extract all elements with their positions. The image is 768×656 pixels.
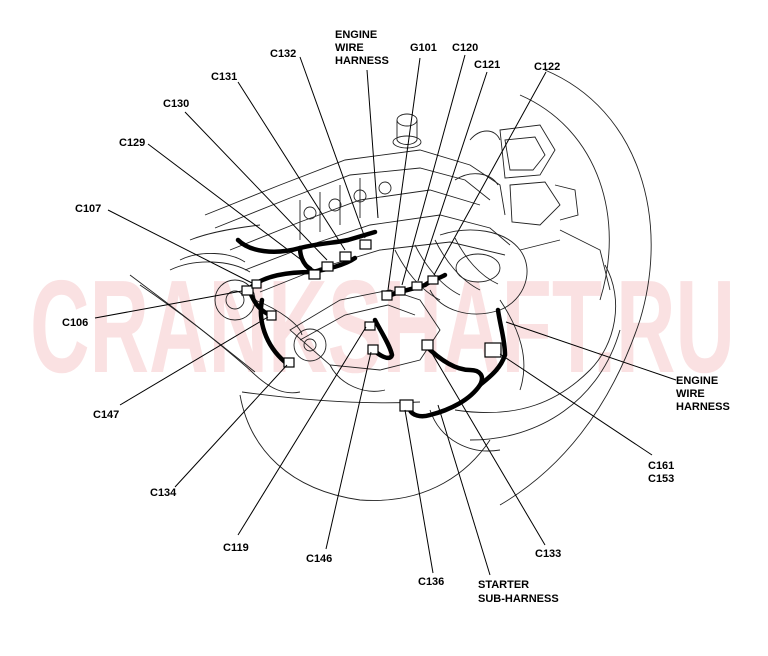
label-starter-sub-harness-1: STARTER: [478, 579, 529, 591]
label-c122: C122: [534, 61, 560, 73]
connector-c146: [367, 344, 379, 355]
leader-lines: [94, 54, 677, 576]
connector-c130: [321, 261, 334, 272]
connector-c122: [427, 275, 439, 285]
connector-c134: [283, 357, 295, 368]
connector-c119: [364, 321, 376, 331]
label-c153: C153: [648, 473, 674, 485]
connectors: [241, 239, 502, 412]
connector-c132: [359, 239, 372, 250]
label-c107: C107: [75, 203, 101, 215]
connector-c147: [266, 310, 277, 321]
engine-bay-outline: [129, 69, 652, 506]
label-c130: C130: [163, 98, 189, 110]
label-c121: C121: [474, 59, 500, 71]
watermark-logo: CRANKSHAFT.RU: [30, 253, 735, 400]
label-c136: C136: [418, 576, 444, 588]
connector-c107: [251, 279, 262, 289]
label-c106: C106: [62, 317, 88, 329]
label-c129: C129: [119, 137, 145, 149]
connector-c133: [421, 339, 434, 351]
connector-c120: [394, 286, 406, 296]
label-c134: C134: [150, 487, 177, 499]
label-c120: C120: [452, 42, 478, 54]
label-engine-wire-harness-right-3: HARNESS: [676, 401, 730, 413]
label-c133: C133: [535, 548, 561, 560]
connector-c136: [399, 399, 414, 412]
connector-c161-c153: [484, 342, 502, 358]
label-engine-wire-harness-top-1: ENGINE: [335, 29, 377, 41]
label-engine-wire-harness-right-2: WIRE: [676, 388, 705, 400]
callout-labels: C132 ENGINE WIRE HARNESS G101 C120 C121 …: [62, 29, 730, 605]
label-c119: C119: [223, 542, 249, 554]
label-c161: C161: [648, 460, 674, 472]
label-c132: C132: [270, 48, 296, 60]
label-engine-wire-harness-right-1: ENGINE: [676, 375, 718, 387]
label-starter-sub-harness-2: SUB-HARNESS: [478, 593, 559, 605]
connector-c131: [339, 251, 352, 262]
label-c146: C146: [306, 553, 332, 565]
label-engine-wire-harness-top-3: HARNESS: [335, 55, 389, 67]
label-c131: C131: [211, 71, 237, 83]
connector-c121: [411, 281, 423, 291]
label-g101: G101: [410, 42, 437, 54]
connector-c106: [241, 285, 254, 296]
connector-c129: [308, 269, 321, 280]
connector-g101: [381, 290, 393, 301]
label-engine-wire-harness-top-2: WIRE: [335, 42, 364, 54]
label-c147: C147: [93, 409, 119, 421]
